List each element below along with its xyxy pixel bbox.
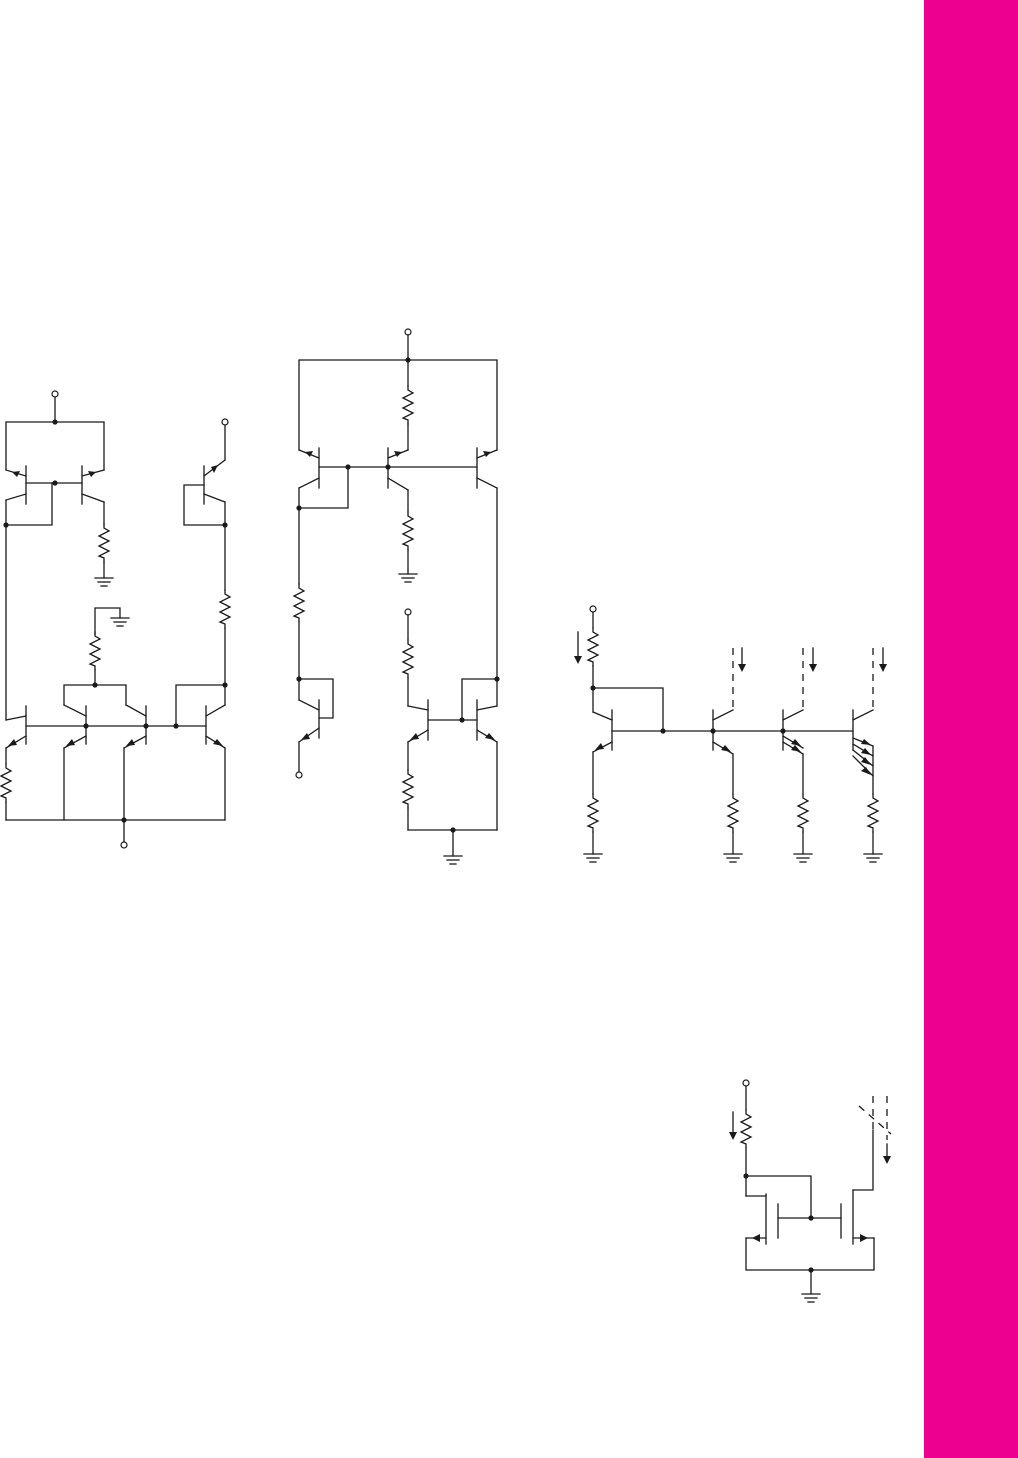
supply-terminal: [405, 329, 411, 335]
supply-terminal: [590, 606, 596, 612]
circuit-d: [729, 1080, 891, 1302]
supply-terminal: [743, 1080, 749, 1086]
output-terminal: [296, 772, 302, 778]
supply-terminal: [52, 391, 58, 397]
circuit-b: [294, 329, 500, 864]
circuit-a: [1, 391, 230, 848]
supply-terminal-2: [405, 609, 411, 615]
output-terminal: [121, 842, 127, 848]
circuit-c: [574, 606, 887, 862]
supply-terminal-2: [222, 419, 228, 425]
